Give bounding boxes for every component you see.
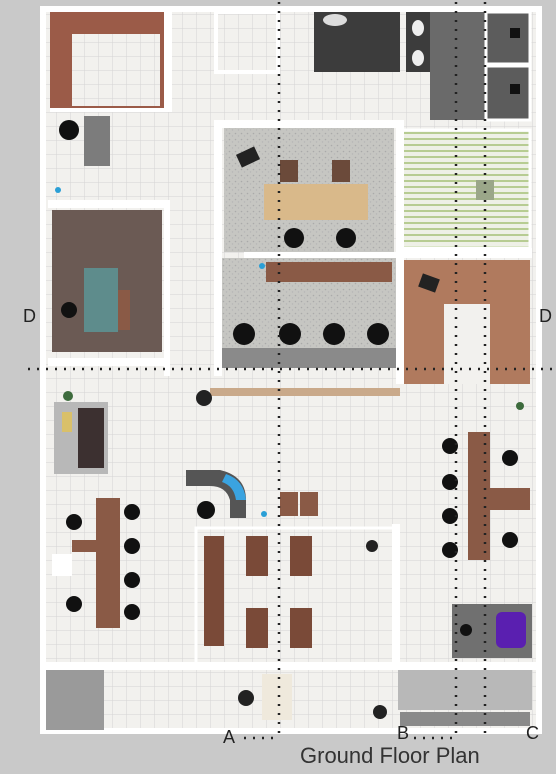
workstation-right [442,402,530,560]
top-small-rooms [214,10,532,122]
plan-caption: Ground Floor Plan [300,743,480,768]
corridor-chair [196,390,212,406]
staircase [404,260,530,384]
conference-room-center [220,258,396,368]
axis-label-d-right: D [539,306,552,326]
axis-label-b: B [397,723,410,743]
reception-nook [50,114,162,200]
corridor-bench [210,388,400,396]
entrance-band [46,670,532,730]
walls [46,12,536,670]
axis-label-c: C [526,723,539,743]
reception-desk [186,470,318,519]
top-left-room [50,12,164,112]
axis-label-a: A [223,727,236,747]
terrace-room [398,128,532,250]
lounge-left [54,391,108,474]
small-office-purple [452,604,532,658]
workstation-left [52,498,140,628]
axis-label-d-left: D [23,306,36,326]
gridlines [28,2,552,740]
central-workstations [224,128,394,252]
training-room [194,526,398,666]
meeting-room-left [52,210,162,352]
